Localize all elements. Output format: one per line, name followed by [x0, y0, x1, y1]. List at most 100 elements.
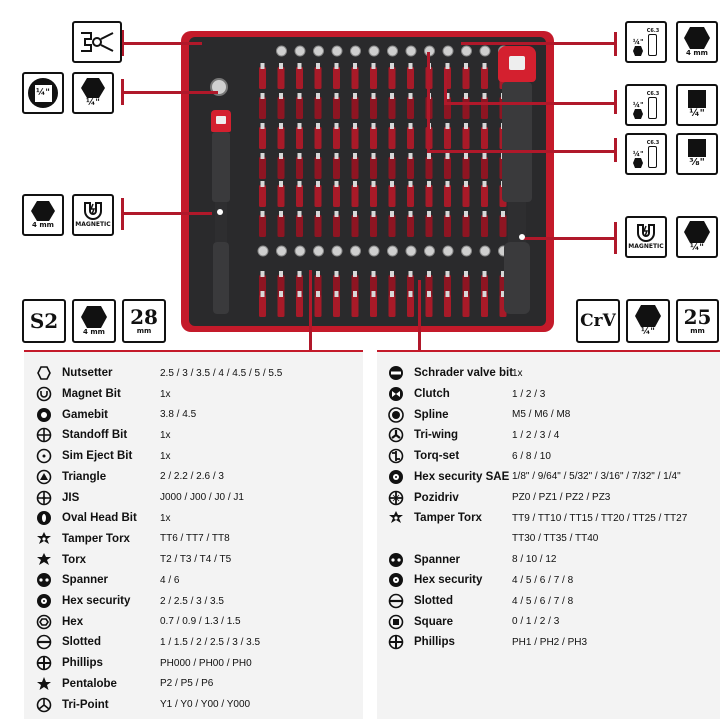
driver-bit [296, 127, 303, 149]
driver-bit [462, 67, 470, 89]
driver-bit [296, 215, 303, 237]
bit-tip [353, 291, 357, 297]
foam-insert [189, 37, 546, 326]
driver-bit [370, 67, 377, 89]
bit-tip [501, 211, 505, 217]
driver-bit [277, 127, 285, 149]
bit-tip [260, 93, 265, 99]
row-name: Schrader valve bit [414, 367, 514, 380]
callout-line [444, 102, 616, 105]
callout-line [461, 42, 616, 45]
driver-bit [351, 97, 359, 119]
bit-tip [316, 291, 320, 297]
driver-bit [351, 185, 359, 207]
bit-tip [371, 271, 376, 277]
driver-bit [333, 97, 340, 119]
bit-tip [501, 271, 505, 277]
bit-tip [334, 211, 339, 217]
square-icon [388, 614, 404, 630]
driver-bit [462, 185, 470, 207]
row-values: 4 / 5 / 6 / 7 / 8 [512, 595, 574, 607]
right-screwdriver [494, 46, 540, 316]
bit-tip [334, 291, 339, 297]
bit-tip [260, 181, 265, 187]
row-name: Gamebit [62, 408, 109, 421]
adapter-sub-label: C6.3 [646, 28, 660, 34]
bit-tip [279, 123, 283, 129]
bit-tip [482, 291, 487, 297]
hex-quarter-callout: ¼" [72, 72, 114, 114]
socket-bit [405, 245, 417, 257]
bit-tip [464, 291, 468, 297]
bit-tip [334, 181, 339, 187]
bit-tip [297, 93, 302, 99]
driver-bit [333, 157, 340, 179]
hex-security-icon [388, 572, 404, 588]
socket-bit [405, 45, 417, 57]
bit-tip [353, 93, 357, 99]
jis-icon [36, 490, 52, 506]
gamebit-icon [36, 407, 52, 423]
driver-bit [351, 127, 359, 149]
right-mid-square-callout: ¼" [676, 84, 718, 126]
row-name: Tamper Torx [62, 532, 130, 545]
bit-tip [316, 181, 320, 187]
bit-tip [371, 153, 376, 159]
row-name: Tamper Torx [414, 512, 482, 525]
left-magnetic-callout: MAGNETIC [72, 194, 114, 236]
driver-bit [407, 215, 414, 237]
driver-bit [407, 157, 414, 179]
right-magnetic-hex-callout: ¼" [676, 216, 718, 258]
adapter-sub-label: C6.3 [646, 91, 660, 97]
socket-bit [294, 245, 306, 257]
row-values: T2 / T3 / T4 / T5 [160, 554, 232, 566]
spanner-icon [388, 552, 404, 568]
bit-tip [371, 63, 376, 69]
bit-tip [297, 123, 302, 129]
bit-tip [297, 181, 302, 187]
right-low-adapter-callout: ¼" C6.3 [625, 133, 667, 175]
socket-bit [368, 245, 380, 257]
row-name: Nutsetter [62, 367, 113, 380]
row-values: TT6 / TT7 / TT8 [160, 533, 230, 545]
hex-drive-icon [684, 27, 710, 49]
row-name: Tri-wing [414, 429, 459, 442]
driver-bit [259, 67, 266, 89]
bit-tip [279, 291, 283, 297]
callout-line [124, 212, 212, 215]
bit-tip [445, 153, 450, 159]
row-values: TT9 / TT10 / TT15 / TT20 / TT25 / TT27 [512, 512, 688, 524]
hex-security-icon [36, 593, 52, 609]
bit-tip [316, 211, 320, 217]
driver-bit [314, 215, 322, 237]
schrader-valve-bit-icon [388, 365, 404, 381]
bit-length-box: 25 mm [676, 299, 719, 343]
right-magnetic-callout: MAGNETIC [625, 216, 667, 258]
driver-bit [296, 157, 303, 179]
bit-tip [427, 211, 431, 217]
hex-4mm-box: 4 mm [72, 299, 116, 343]
row-values: PH1 / PH2 / PH3 [512, 636, 588, 648]
bit-tip [353, 123, 357, 129]
row-name: Square [414, 615, 453, 628]
driver-bit [314, 185, 322, 207]
row-values: 2 / 2.5 / 3 / 3.5 [160, 595, 224, 607]
driver-bit [370, 295, 377, 317]
table-row: TT30 / TT35 / TT40 [388, 529, 598, 550]
driver-bit [333, 295, 340, 317]
bit-tip [408, 271, 413, 277]
row-name: Spline [414, 408, 449, 421]
driver-bit [370, 97, 377, 119]
pentalobe-icon [36, 676, 52, 692]
socket-bit [442, 245, 454, 257]
bit-tip [390, 181, 394, 187]
right-top-adapter-callout: ¼" C6.3 [625, 21, 667, 63]
row-values: 1x [512, 367, 523, 379]
bit-tip [445, 63, 450, 69]
callout-line [614, 222, 617, 254]
pozidriv-icon [388, 490, 404, 506]
driver-bit [277, 185, 285, 207]
bit-tip [260, 123, 265, 129]
row-name: Hex security [414, 574, 483, 587]
